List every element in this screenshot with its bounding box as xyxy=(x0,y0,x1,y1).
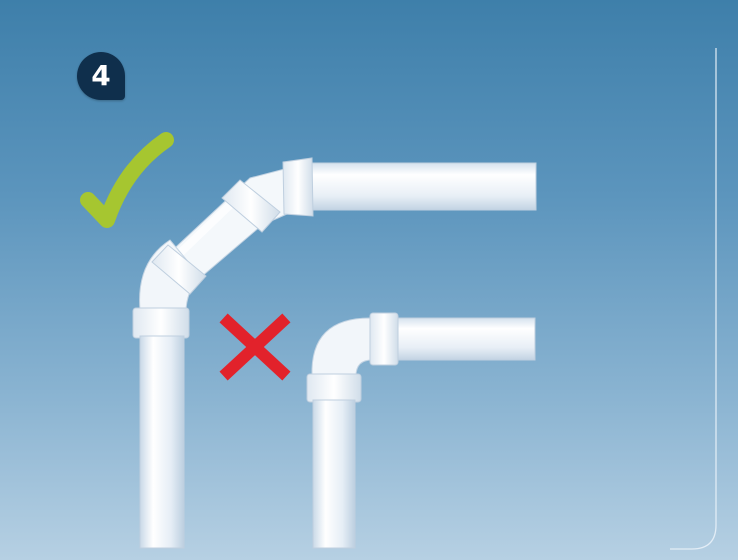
step-number: 4 xyxy=(91,58,111,92)
step-number-badge: 4 xyxy=(77,52,125,100)
cross-mark-icon xyxy=(219,313,291,381)
check-mark-icon xyxy=(80,132,174,228)
correct-pipe-assembly xyxy=(132,157,537,549)
frame-line xyxy=(670,48,717,550)
incorrect-pipe-assembly xyxy=(306,312,536,549)
